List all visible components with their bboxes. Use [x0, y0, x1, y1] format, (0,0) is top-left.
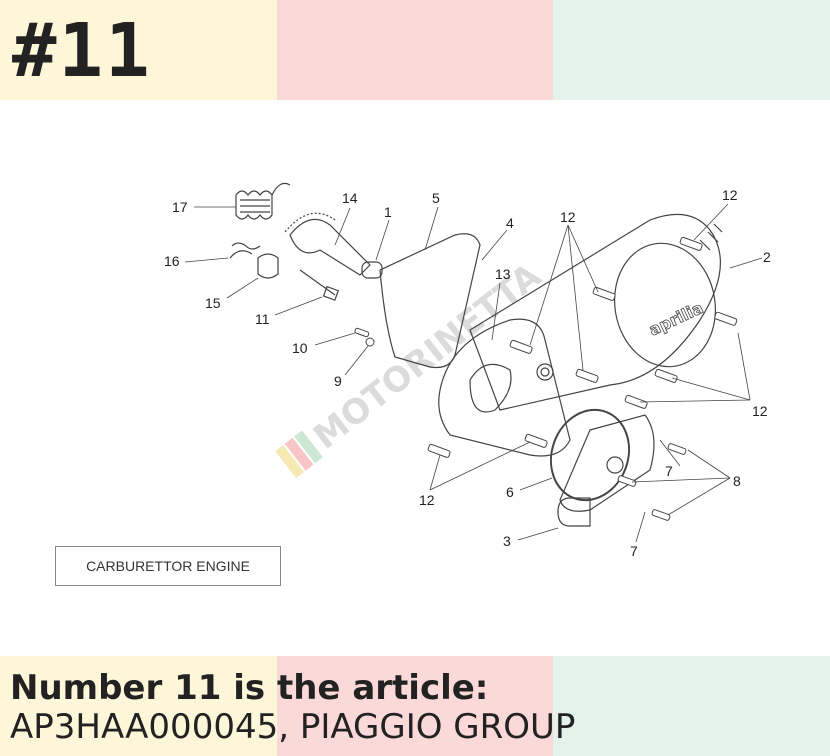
- part-label: 14: [342, 190, 358, 206]
- part-label: 12: [560, 209, 576, 225]
- part-label: 5: [432, 190, 440, 206]
- engine-type-text: CARBURETTOR ENGINE: [86, 558, 250, 574]
- part-label: 2: [763, 249, 771, 265]
- footer-band-yellow: [0, 656, 277, 756]
- part-label: 16: [164, 253, 180, 269]
- part-label: 1: [384, 204, 392, 220]
- part-label: 8: [733, 473, 741, 489]
- engine-type-label: CARBURETTOR ENGINE: [55, 546, 281, 586]
- part-label: 7: [630, 543, 638, 559]
- gasket-part: [379, 233, 481, 369]
- outer-cover-part: [469, 213, 723, 411]
- part-label: 10: [292, 340, 308, 356]
- part-label: 12: [419, 492, 435, 508]
- part-label: 12: [722, 187, 738, 203]
- part-label: 13: [495, 266, 511, 282]
- header-band: [0, 0, 830, 100]
- part-label: 15: [205, 295, 221, 311]
- watermark-text: MOTORINETTA: [306, 255, 549, 457]
- part-label: 11: [255, 311, 270, 327]
- part-label: 7: [665, 463, 673, 479]
- part-label: 3: [503, 533, 511, 549]
- cover-brand-logo: aprilia: [646, 298, 706, 339]
- part-label: 12: [752, 403, 768, 419]
- spring-part: [235, 182, 291, 220]
- pinion-part: [229, 242, 279, 279]
- part-label: 6: [506, 484, 514, 500]
- article-caption-code: AP3HAA000045, PIAGGIO GROUP: [10, 707, 576, 747]
- air-scoop-part: [557, 414, 655, 527]
- part-label: 4: [506, 215, 514, 231]
- inner-cover-part: [438, 318, 571, 457]
- gear-sector-part: [284, 212, 371, 301]
- part-label: 9: [334, 373, 342, 389]
- seal-ring-part: [549, 408, 631, 502]
- header-band-green: [553, 0, 830, 100]
- exploded-parts-diagram: MOTORINETTA: [164, 182, 771, 559]
- page-title: #11: [12, 8, 152, 94]
- footer-band-pink: [276, 656, 554, 756]
- part-label: 17: [172, 199, 188, 215]
- bushing-part: [361, 261, 383, 279]
- part-number-labels: 17 14 1 5 4 12 12 2 16 15 11 13 10 9 12 …: [164, 187, 771, 559]
- footer-band: [0, 656, 830, 756]
- header-band-yellow: [0, 0, 277, 100]
- article-caption-heading: Number 11 is the article:: [10, 668, 489, 708]
- footer-band-green: [553, 656, 830, 756]
- header-band-pink: [276, 0, 554, 100]
